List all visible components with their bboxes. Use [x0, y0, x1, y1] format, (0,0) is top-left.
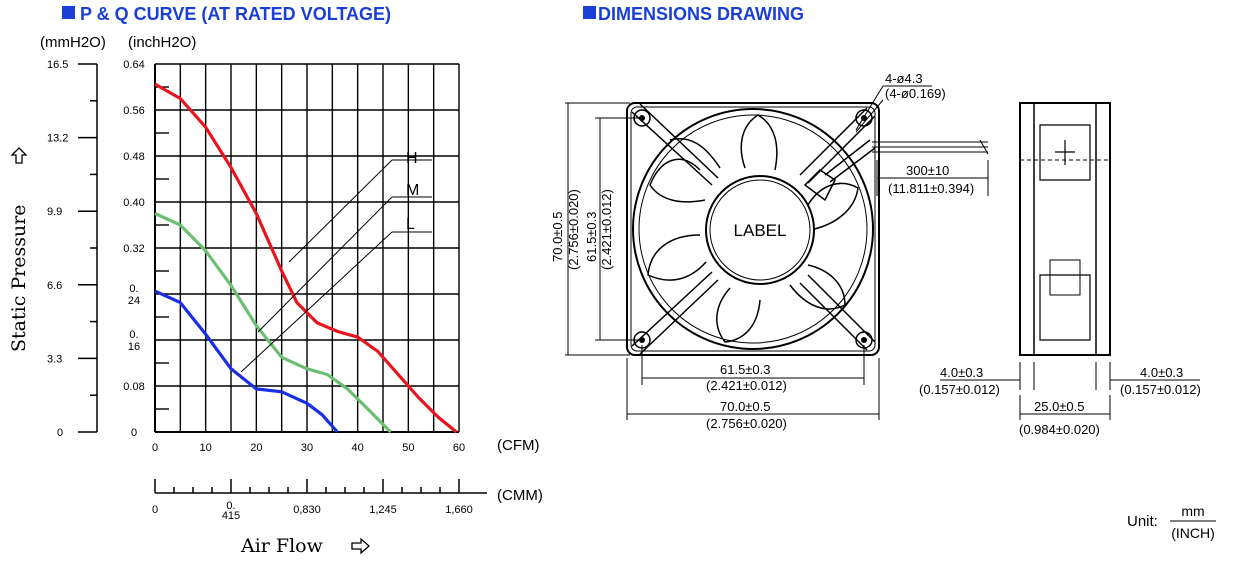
pitch-h-dim: 61.5±0.3 (2.421±0.012) — [641, 345, 865, 393]
svg-text:(0.984±0.020): (0.984±0.020) — [1019, 422, 1100, 437]
svg-text:70.0±0.5: 70.0±0.5 — [550, 211, 565, 262]
dims-title: DIMENSIONS DRAWING — [598, 4, 804, 24]
flange-left-dim: 4.0±0.3 (0.157±0.012) — [919, 362, 1035, 397]
flange-right-dim: 4.0±0.3 (0.157±0.012) — [1095, 362, 1201, 397]
cfm-unit: (CFM) — [497, 437, 539, 454]
inch-tick-label: 0 — [131, 427, 137, 439]
svg-text:300±10: 300±10 — [906, 163, 949, 178]
svg-text:(2.756±0.020): (2.756±0.020) — [566, 189, 581, 270]
inch-tick-label: 24 — [128, 295, 140, 307]
lead-callout: 300±10 (11.811±0.394) — [876, 160, 989, 196]
cmm-tick-label: 0. — [226, 500, 235, 512]
inch-tick-label: 0.40 — [123, 197, 144, 209]
series-label-h: H — [288, 150, 432, 263]
curve-h — [154, 82, 458, 434]
mm-tick-label: 3.3 — [47, 353, 62, 365]
depth-dim: 25.0±0.5 (0.984±0.020) — [1019, 395, 1111, 437]
svg-text:(2.756±0.020): (2.756±0.020) — [706, 416, 787, 431]
fan-blades — [647, 114, 859, 343]
series-label-m-text: M — [406, 182, 419, 199]
cmm-tick-label: 1,660 — [445, 504, 473, 516]
pq-unit-mm: (mmH2O) — [40, 34, 106, 51]
inch-tick-label: 0.64 — [123, 59, 144, 71]
series-label-l: L — [240, 216, 432, 373]
svg-text:61.5±0.3: 61.5±0.3 — [720, 362, 771, 377]
lead-wire — [872, 139, 989, 155]
svg-text:(INCH): (INCH) — [1171, 525, 1215, 541]
cmm-unit: (CMM) — [497, 487, 543, 504]
inch-tick-label: 0. — [129, 329, 138, 341]
inch-tick-label: 0.08 — [123, 381, 144, 393]
fan-side-view — [1019, 102, 1111, 356]
mounting-hole-tr — [855, 109, 873, 127]
pq-ticks: 16.513.29.96.63.300.640.560.480.400.320.… — [47, 59, 465, 454]
svg-text:(11.811±0.394): (11.811±0.394) — [888, 181, 974, 196]
pq-section: P & Q CURVE (AT RATED VOLTAGE) (mmH2O) (… — [8, 4, 543, 557]
svg-text:4.0±0.3: 4.0±0.3 — [940, 365, 983, 380]
hub-label: LABEL — [734, 221, 787, 240]
inch-tick-label: 0.56 — [123, 105, 144, 117]
hole-callout: 4-ø4.3 (4-ø0.169) — [855, 71, 946, 133]
svg-text:(4-ø0.169): (4-ø0.169) — [885, 86, 946, 101]
mm-tick-label: 6.6 — [47, 280, 62, 292]
cmm-tick-label: 415 — [222, 510, 240, 522]
pq-grid — [78, 63, 460, 433]
pitch-v-dim: 61.5±0.3 (2.421±0.012) — [584, 117, 640, 341]
cmm-tick-label: 0 — [152, 504, 158, 516]
mm-tick-label: 13.2 — [47, 133, 68, 145]
inch-tick-label: 0.32 — [123, 243, 144, 255]
cmm-tick-label: 1,245 — [369, 504, 397, 516]
svg-text:(0.157±0.012): (0.157±0.012) — [1120, 382, 1201, 397]
curve-m — [154, 212, 392, 434]
svg-text:Unit:: Unit: — [1127, 513, 1158, 530]
mm-tick-label: 0 — [57, 427, 63, 439]
wire-clip — [803, 139, 876, 202]
cfm-tick-label: 10 — [200, 442, 212, 454]
inch-tick-label: 0.48 — [123, 151, 144, 163]
right-arrow-icon — [351, 537, 370, 555]
cfm-tick-label: 50 — [402, 442, 414, 454]
up-arrow-icon — [10, 147, 28, 164]
curve-l — [154, 289, 339, 434]
svg-text:mm: mm — [1181, 503, 1204, 519]
inch-tick-label: 16 — [128, 341, 140, 353]
series-label-h-text: H — [406, 150, 418, 167]
width-dim: 70.0±0.5 (2.756±0.020) — [626, 358, 880, 431]
pq-title: P & Q CURVE (AT RATED VOLTAGE) — [80, 4, 391, 24]
mm-tick-label: 16.5 — [47, 59, 68, 71]
y-axis-label: Static Pressure — [8, 204, 30, 352]
svg-text:61.5±0.3: 61.5±0.3 — [584, 211, 599, 262]
cfm-tick-label: 60 — [453, 442, 465, 454]
cfm-tick-label: 30 — [301, 442, 313, 454]
dims-title-bullet — [583, 6, 596, 19]
cmm-axis: 0 0.415 0,830 1,245 1,660 — [152, 479, 487, 522]
pq-title-bullet — [62, 6, 75, 19]
series-label-l-text: L — [406, 216, 415, 233]
svg-text:4.0±0.3: 4.0±0.3 — [1140, 365, 1183, 380]
fan-front-view: LABEL — [626, 102, 989, 356]
svg-text:70.0±0.5: 70.0±0.5 — [720, 399, 771, 414]
mm-tick-label: 9.9 — [47, 206, 62, 218]
svg-text:25.0±0.5: 25.0±0.5 — [1034, 399, 1085, 414]
cfm-tick-label: 40 — [352, 442, 364, 454]
svg-text:(2.421±0.012): (2.421±0.012) — [599, 189, 614, 270]
pq-curves — [154, 82, 458, 434]
cfm-tick-label: 0 — [152, 442, 158, 454]
inch-tick-label: 0. — [129, 283, 138, 295]
x-axis-label: Air Flow — [240, 535, 324, 557]
svg-text:4-ø4.3: 4-ø4.3 — [885, 71, 923, 86]
series-label-m: M — [257, 182, 432, 333]
dims-section: DIMENSIONS DRAWING — [550, 4, 1216, 541]
cmm-tick-label: 0,830 — [293, 504, 321, 516]
svg-text:(2.421±0.012): (2.421±0.012) — [706, 378, 787, 393]
height-dim: 70.0±0.5 (2.756±0.020) — [550, 102, 630, 356]
cfm-tick-label: 20 — [250, 442, 262, 454]
unit-note: Unit: mm (INCH) — [1127, 503, 1216, 541]
svg-text:(0.157±0.012): (0.157±0.012) — [919, 382, 1000, 397]
pq-unit-inch: (inchH2O) — [128, 34, 196, 51]
